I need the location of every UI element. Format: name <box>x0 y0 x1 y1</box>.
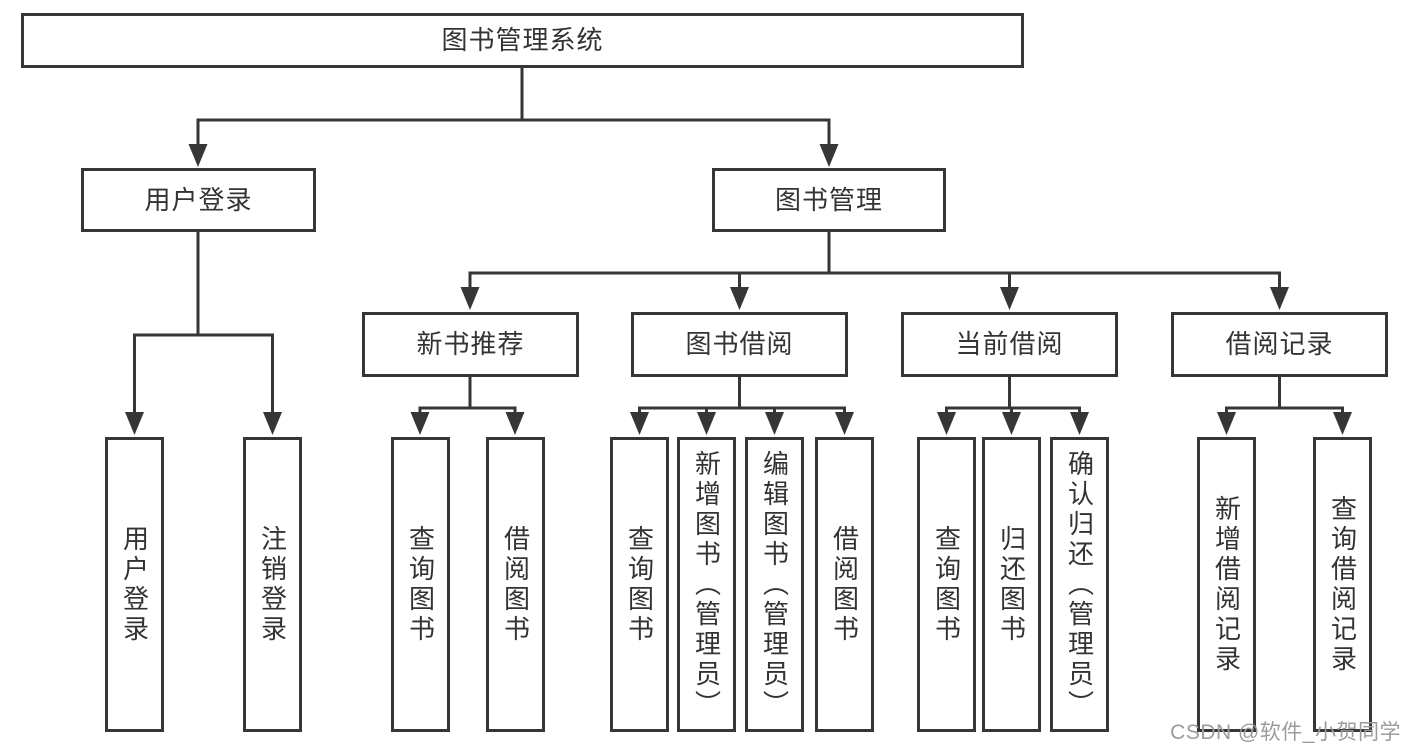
node-current-borrow: 当前借阅 <box>901 312 1118 377</box>
node-user-login: 用户登录 <box>81 168 316 232</box>
node-borrow-records-label: 借阅记录 <box>1225 329 1334 360</box>
node-book-borrow: 图书借阅 <box>631 312 848 377</box>
leaf-logout: 注销登录 <box>243 437 302 732</box>
leaf-bb-query-books-label: 查询图书 <box>624 524 655 645</box>
leaf-bb-query-books: 查询图书 <box>610 437 669 732</box>
node-book-mgmt-label: 图书管理 <box>774 184 883 215</box>
leaf-nb-query-books: 查询图书 <box>391 437 450 732</box>
leaf-bb-add-books-label: 新增图书（管理员） <box>691 449 722 720</box>
node-borrow-records: 借阅记录 <box>1171 312 1388 377</box>
leaf-br-query-record-label: 查询借阅记录 <box>1327 494 1358 675</box>
leaf-cb-query-books-label: 查询图书 <box>931 524 962 645</box>
node-book-mgmt: 图书管理 <box>712 168 946 232</box>
node-user-login-label: 用户登录 <box>144 184 253 215</box>
leaf-bb-edit-books-label: 编辑图书（管理员） <box>759 449 790 720</box>
leaf-nb-query-books-label: 查询图书 <box>405 524 436 645</box>
leaf-br-query-record: 查询借阅记录 <box>1313 437 1372 732</box>
leaf-br-add-record-label: 新增借阅记录 <box>1211 494 1242 675</box>
leaf-nb-borrow-books: 借阅图书 <box>486 437 545 732</box>
node-root: 图书管理系统 <box>21 13 1024 68</box>
leaf-user-login: 用户登录 <box>105 437 164 732</box>
node-current-borrow-label: 当前借阅 <box>955 329 1064 360</box>
leaf-cb-return-books: 归还图书 <box>982 437 1041 732</box>
leaf-bb-borrow-books-label: 借阅图书 <box>829 524 860 645</box>
node-new-book-rec-label: 新书推荐 <box>416 329 525 360</box>
leaf-bb-edit-books: 编辑图书（管理员） <box>745 437 804 732</box>
leaf-cb-confirm-return: 确认归还（管理员） <box>1050 437 1109 732</box>
leaf-nb-borrow-books-label: 借阅图书 <box>500 524 531 645</box>
node-book-borrow-label: 图书借阅 <box>685 329 794 360</box>
leaf-logout-label: 注销登录 <box>257 524 288 645</box>
node-root-label: 图书管理系统 <box>441 25 604 56</box>
leaf-br-add-record: 新增借阅记录 <box>1197 437 1256 732</box>
leaf-bb-add-books: 新增图书（管理员） <box>677 437 736 732</box>
leaf-bb-borrow-books: 借阅图书 <box>815 437 874 732</box>
leaf-cb-query-books: 查询图书 <box>917 437 976 732</box>
node-new-book-rec: 新书推荐 <box>362 312 579 377</box>
leaf-user-login-label: 用户登录 <box>119 524 150 645</box>
leaf-cb-return-books-label: 归还图书 <box>996 524 1027 645</box>
leaf-cb-confirm-return-label: 确认归还（管理员） <box>1064 449 1095 720</box>
watermark: CSDN @软件_小贺同学 <box>1170 721 1401 744</box>
